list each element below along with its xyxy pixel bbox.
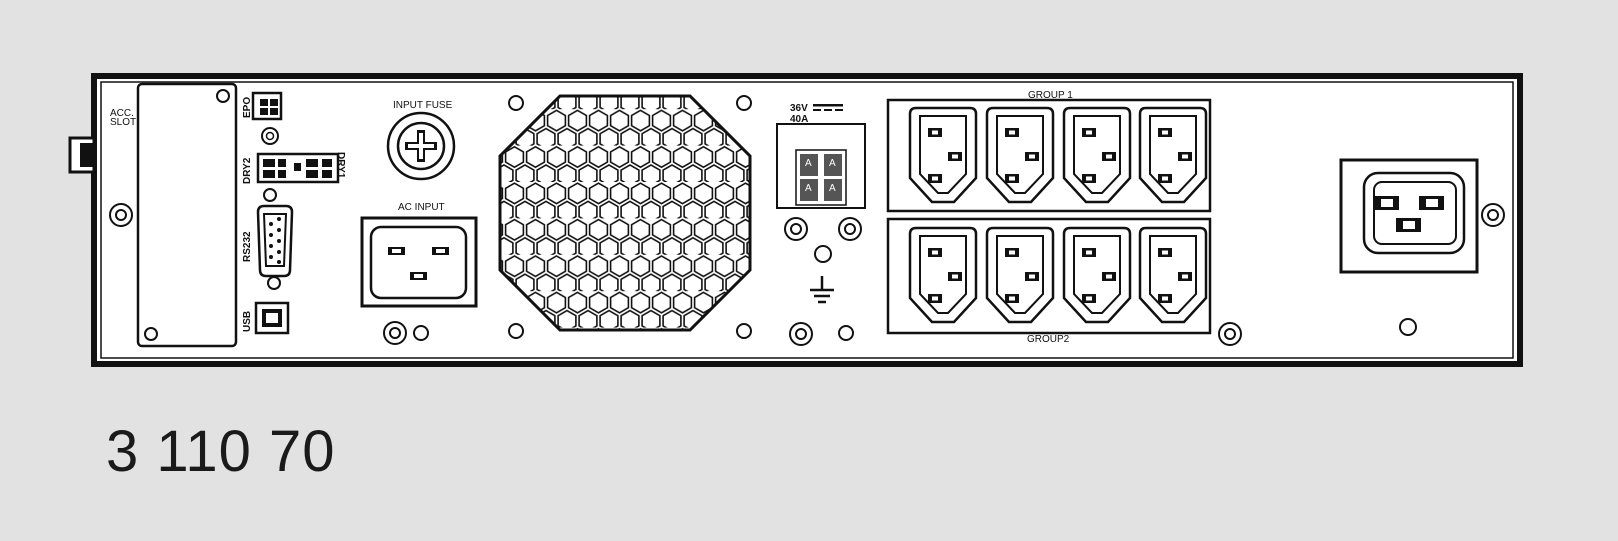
dry2-label: DRY2	[242, 157, 253, 184]
rs232-label: RS232	[242, 231, 253, 262]
terminal-label: A	[829, 183, 836, 194]
iec-c19-outlet[interactable]	[1339, 158, 1479, 274]
battery-voltage-label: 36V	[790, 103, 808, 114]
fuse-icon[interactable]	[386, 111, 456, 181]
iec-c13-outlet[interactable]	[1138, 226, 1208, 324]
iec-c20-inlet-icon	[369, 225, 468, 300]
screw-icon	[261, 127, 279, 145]
usb-port[interactable]	[254, 301, 290, 335]
screw-icon	[838, 325, 854, 341]
battery-current-label: 40A	[790, 114, 808, 125]
screw-icon	[263, 188, 277, 202]
accessory-slot[interactable]	[136, 82, 238, 348]
screw-icon	[784, 217, 862, 241]
mount-screw	[1218, 322, 1242, 346]
group1-label: GROUP 1	[1028, 90, 1073, 101]
screw-icon	[413, 325, 429, 341]
terminal-label: A	[805, 158, 812, 169]
screw-icon	[216, 89, 230, 103]
ac-input-socket[interactable]	[360, 216, 478, 308]
external-battery-connector[interactable]: A A A A	[776, 123, 866, 209]
group2-label: GROUP2	[1027, 334, 1070, 345]
mount-screw	[789, 322, 813, 346]
screw-icon	[267, 276, 281, 290]
ground-icon	[810, 276, 834, 304]
screw-icon	[814, 245, 832, 263]
screw-icon	[1399, 318, 1417, 336]
db9-port-icon	[269, 217, 281, 264]
dry-contact-port[interactable]	[256, 152, 340, 184]
dc-symbol	[813, 104, 843, 111]
input-fuse-label: INPUT FUSE	[393, 100, 453, 111]
rs232-port[interactable]	[256, 204, 294, 278]
acc-slot-label: ACC.	[110, 108, 134, 119]
acc-slot-label: SLOT	[110, 117, 136, 128]
usb-label: USB	[242, 311, 253, 332]
mount-screw-right	[1481, 203, 1505, 227]
iec-c13-outlet[interactable]	[985, 106, 1055, 204]
ac-input-label: AC INPUT	[398, 202, 445, 213]
model-number: 3 110 70	[106, 419, 336, 484]
screw-icon	[144, 327, 158, 341]
mount-screw-left	[109, 203, 133, 227]
terminal-label: A	[805, 183, 812, 194]
iec-c13-outlet[interactable]	[1062, 226, 1132, 324]
iec-c13-outlet[interactable]	[1138, 106, 1208, 204]
epo-label: EPO	[242, 97, 253, 118]
iec-c13-outlet[interactable]	[908, 106, 978, 204]
fan-grille-icon	[498, 94, 752, 339]
iec-c13-outlet[interactable]	[985, 226, 1055, 324]
iec-c13-outlet[interactable]	[908, 226, 978, 324]
epo-port[interactable]	[251, 91, 283, 121]
iec-c13-outlet[interactable]	[1062, 106, 1132, 204]
terminal-label: A	[829, 158, 836, 169]
mount-screw	[383, 321, 407, 345]
dry1-label: DRY1	[335, 152, 346, 179]
